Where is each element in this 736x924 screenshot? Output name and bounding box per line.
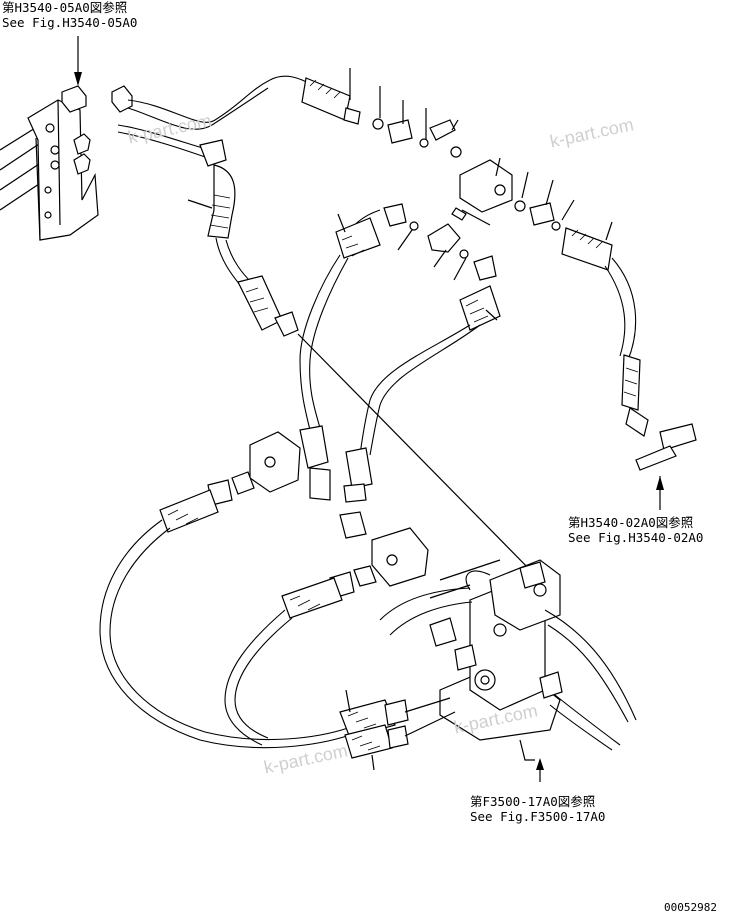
lower-blocks [159, 425, 429, 619]
bottom-ref-en: See Fig.F3500-17A0 [470, 809, 606, 824]
top-left-ref-jp: 第H3540-05A0図参照 [2, 0, 128, 15]
upper-right-fittings [372, 118, 697, 471]
bottom-ref-jp: 第F3500-17A0図参照 [470, 794, 596, 809]
top-hose [127, 75, 361, 130]
top-left-bracket-assembly [0, 85, 133, 241]
valve-assembly [339, 559, 637, 761]
top-left-ref-en: See Fig.H3540-05A0 [2, 15, 138, 30]
left-hose [207, 164, 299, 337]
callout-leaders [187, 68, 613, 771]
middle-fittings [299, 203, 501, 456]
right-ref-en: See Fig.H3540-02A0 [568, 530, 704, 545]
right-ref-jp: 第H3540-02A0図参照 [568, 515, 694, 530]
drawing-number: 00052982 [664, 901, 717, 914]
